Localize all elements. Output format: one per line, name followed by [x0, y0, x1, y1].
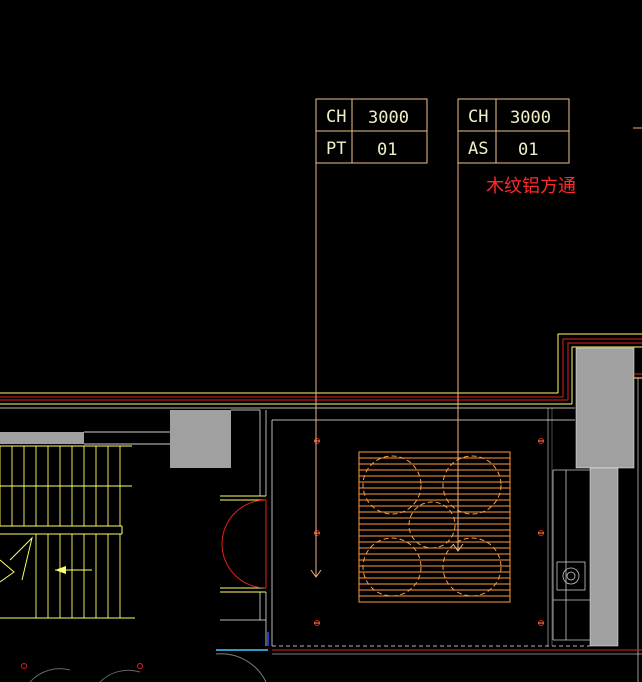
light-mark	[21, 663, 27, 669]
light-mark	[538, 620, 544, 626]
tag-right-value-2: 01	[518, 140, 538, 160]
material-annotation: 木纹铝方通	[486, 176, 576, 197]
tag-right-value-1: 3000	[510, 108, 551, 128]
light-mark	[314, 530, 320, 536]
staircase	[0, 431, 170, 619]
light-mark	[137, 663, 143, 669]
fan-circles	[362, 455, 502, 597]
tag-right-code-1: CH	[468, 107, 488, 127]
tag-left-code-2: PT	[326, 139, 346, 159]
room-boundary	[271, 408, 642, 655]
light-fixtures	[21, 438, 544, 669]
tag-left[interactable]: CH 3000 PT 01	[315, 98, 428, 164]
light-mark	[538, 438, 544, 444]
tag-right[interactable]: CH 3000 AS 01	[457, 98, 570, 164]
outer-wall-lines	[0, 333, 642, 409]
tag-right-code-2: AS	[468, 139, 488, 159]
light-mark	[314, 620, 320, 626]
partition-walls	[29, 409, 269, 682]
tag-left-value-2: 01	[377, 140, 397, 160]
leader-lines	[310, 163, 464, 578]
grille-ceiling[interactable]	[358, 451, 511, 603]
light-mark	[538, 530, 544, 536]
light-mark	[314, 438, 320, 444]
tag-left-value-1: 3000	[368, 108, 409, 128]
tag-left-code-1: CH	[326, 107, 346, 127]
right-column	[552, 127, 642, 682]
